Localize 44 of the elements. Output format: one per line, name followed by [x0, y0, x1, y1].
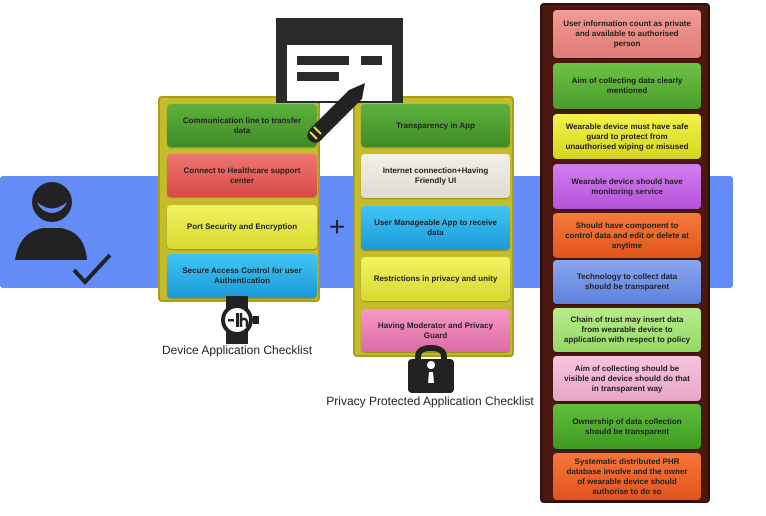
item-text: Having Moderator and Privacy Guard [376, 320, 494, 340]
checklist-item [553, 308, 701, 352]
checklist-panel [540, 3, 710, 503]
item-text: User information count as private and available to authorised person [563, 19, 691, 49]
item-text: Internet connection+Having Friendly UI [382, 166, 490, 186]
checklist-item [167, 104, 317, 147]
checklist-item [167, 205, 317, 249]
item-text: Aim of collecting should be visible and device should do that in transparent way [563, 364, 691, 394]
checklist-item [361, 206, 510, 250]
checklist-panel [353, 96, 514, 357]
checklist-item [553, 453, 701, 500]
item-text: Wearable device must have safe guard to protect from unauthorised wiping or misused [564, 122, 690, 152]
item-text: Should have component to control data and edit or delete at anytime [564, 220, 690, 250]
checklist-item [553, 10, 701, 58]
item-text: Wearable device should have monitoring service [570, 176, 684, 196]
checklist-item [361, 257, 510, 301]
item-text: Chain of trust may insert data from wearable device to application with respect to policy [563, 315, 691, 345]
checklist-item [553, 356, 701, 401]
item-text: Aim of collecting data clearly mentioned [570, 76, 684, 96]
item-text: Technology to collect data should be transparent [576, 272, 678, 292]
checklist-item [167, 254, 317, 298]
checklist-item [167, 154, 317, 197]
item-text: Restrictions in privacy and unity [374, 274, 498, 284]
item-text: Systematic distributed PHR database involve and the owner of wearable device should authorise to do so [566, 456, 688, 496]
panel-caption: Privacy Protected Application Checklist [326, 394, 534, 408]
checklist-panel [158, 96, 320, 302]
checklist-item [361, 154, 510, 198]
item-text: Communication line to transfer data [182, 116, 302, 136]
checklist-item [361, 309, 510, 352]
item-text: Transparency in App [396, 120, 475, 130]
plus-sign: + [328, 212, 346, 242]
checklist-item [361, 104, 510, 147]
item-text: Connect to Healthcare support center [182, 166, 302, 186]
item-text: Ownership of data collection should be transparent [571, 416, 683, 436]
checklist-item [553, 114, 701, 159]
item-text: User Manageable App to receive data [373, 218, 498, 238]
checklist-item [553, 404, 701, 449]
checklist-item [553, 213, 701, 258]
checklist-item [553, 164, 701, 209]
item-text: Port Security and Encryption [186, 222, 298, 232]
checklist-item [553, 63, 701, 109]
item-text: Secure Access Control for user Authentication [181, 266, 303, 286]
checklist-item [553, 260, 701, 304]
panel-caption: Device Application Checklist [162, 343, 312, 357]
